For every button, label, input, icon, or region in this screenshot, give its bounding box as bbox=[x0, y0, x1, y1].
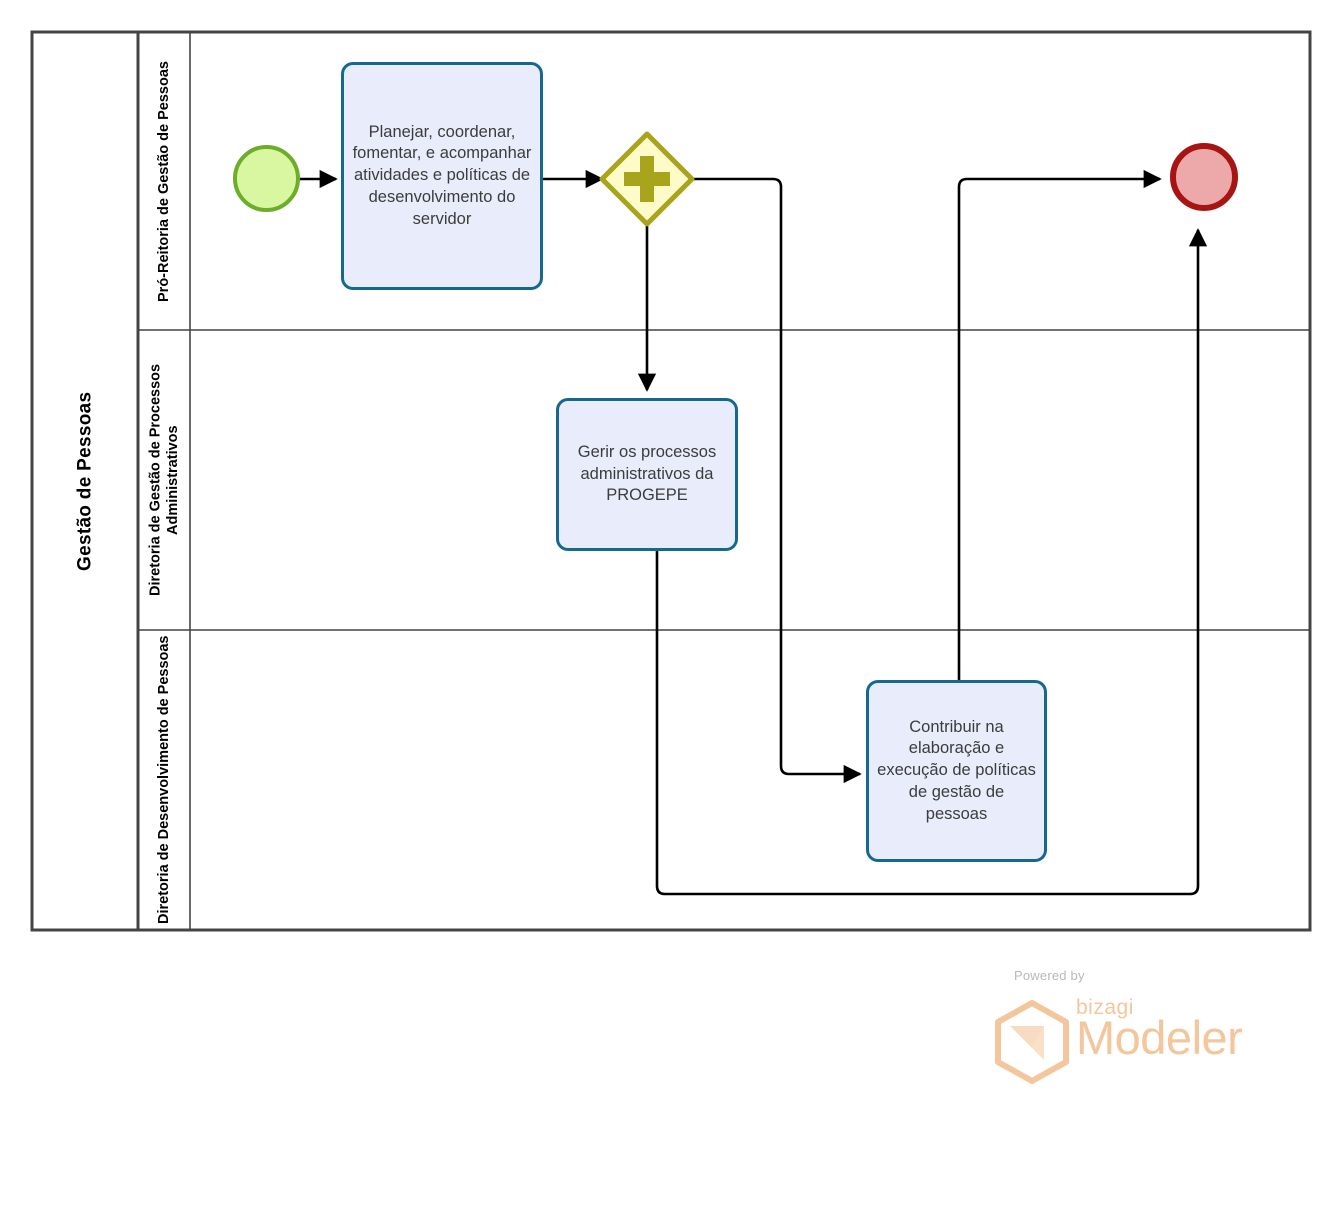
task-label: Gerir os processos administrativos da PR… bbox=[577, 442, 717, 505]
flow-task2-to-end bbox=[655, 228, 1208, 896]
flow-gateway-to-task3 bbox=[692, 177, 862, 784]
task-gerir-processos[interactable]: Gerir os processos administrativos da PR… bbox=[556, 398, 738, 551]
plus-icon bbox=[624, 156, 670, 202]
bizagi-wordmark: bizagi bbox=[1076, 996, 1134, 1019]
task-planejar-coordenar[interactable]: Planejar, coordenar, fomentar, e acompan… bbox=[341, 62, 543, 290]
start-event[interactable] bbox=[233, 145, 300, 212]
task-contribuir-elaboracao[interactable]: Contribuir na elaboração e execução de p… bbox=[866, 680, 1047, 862]
lane-label-pro-reitoria: Pró-Reitoria de Gestão de Pessoas bbox=[156, 61, 173, 302]
gateway-parallel[interactable] bbox=[599, 131, 695, 227]
bizagi-modeler-watermark: Powered by bizagi Modeler bbox=[968, 968, 1258, 1084]
modeler-wordmark: Modeler bbox=[1076, 1011, 1243, 1064]
bizagi-hexagon-logo-icon bbox=[995, 1000, 1069, 1084]
end-event[interactable] bbox=[1170, 143, 1238, 211]
powered-by-label: Powered by bbox=[1014, 968, 1085, 983]
task-label: Planejar, coordenar, fomentar, e acompan… bbox=[352, 122, 532, 228]
lane-label-diretoria-processos: Diretoria de Gestão de Processos Adminis… bbox=[147, 363, 181, 597]
sequence-flows bbox=[289, 169, 1208, 896]
pool-frame bbox=[30, 30, 1312, 932]
task-label: Contribuir na elaboração e execução de p… bbox=[877, 717, 1036, 823]
lane-label-diretoria-desenvolvimento: Diretoria de Desenvolvimento de Pessoas bbox=[156, 635, 173, 924]
pool-title: Gestão de Pessoas bbox=[74, 391, 96, 571]
flow-task3-to-end bbox=[957, 169, 1162, 680]
